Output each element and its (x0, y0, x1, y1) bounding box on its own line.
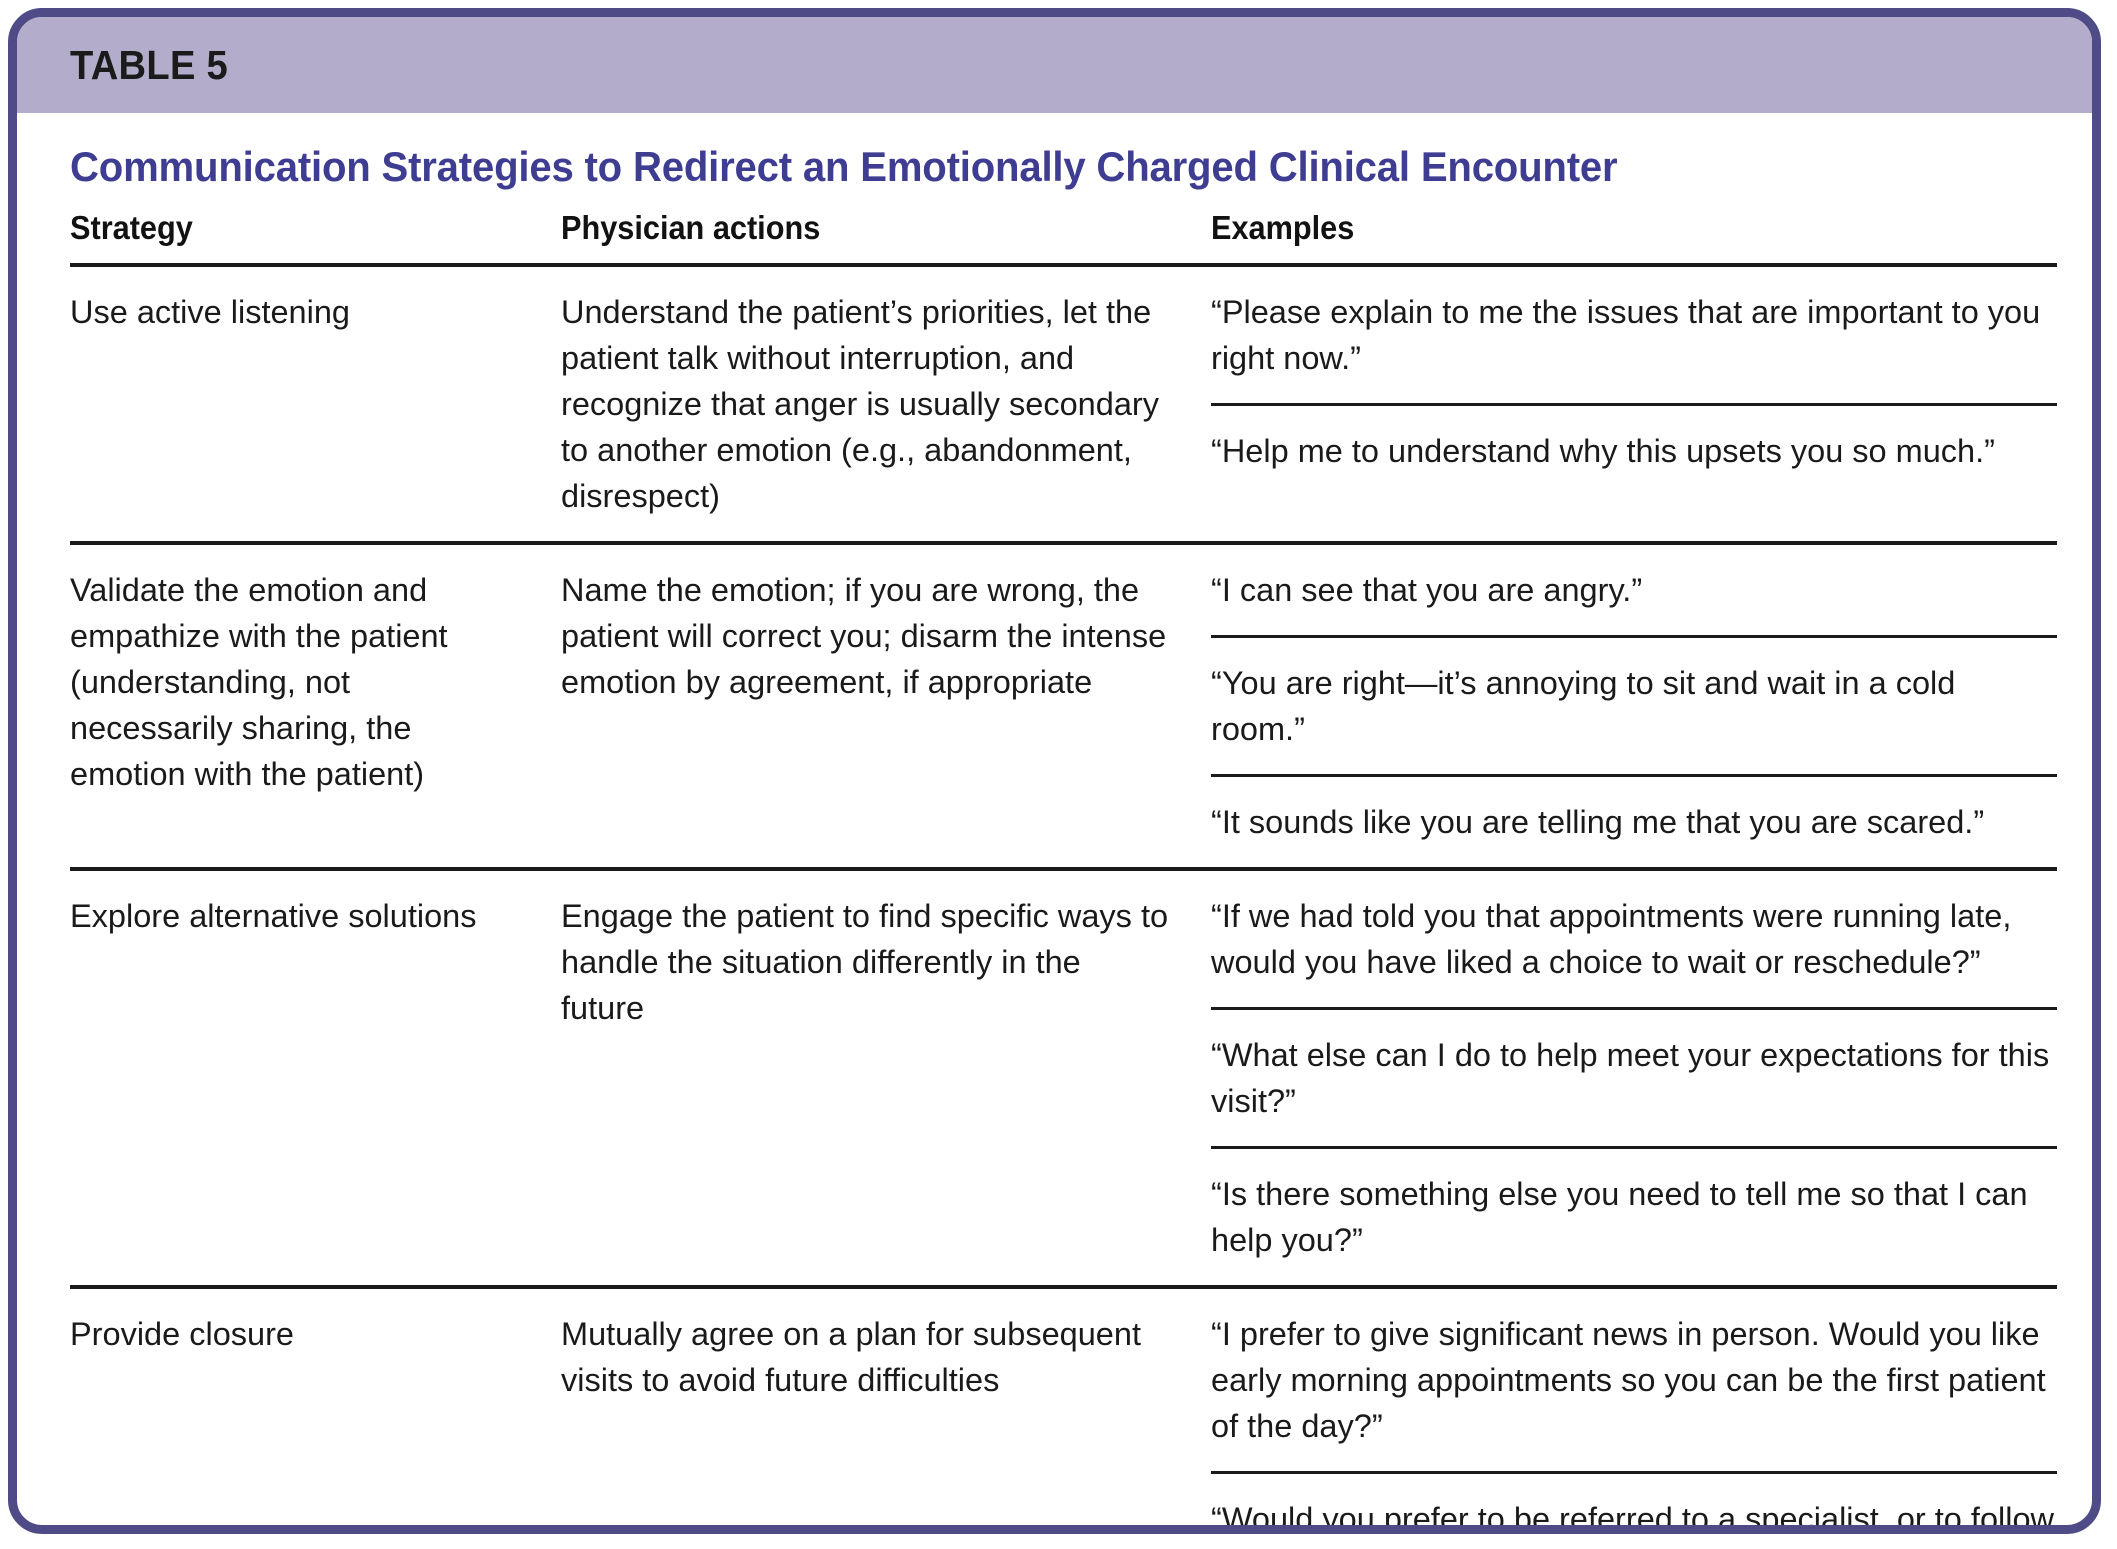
table-title: Communication Strategies to Redirect an … (70, 143, 1618, 190)
table-body: Communication Strategies to Redirect an … (17, 113, 2092, 1525)
cell-strategy: Use active listening (70, 267, 561, 541)
cell-examples: “I prefer to give significant news in pe… (1211, 1289, 2057, 1525)
cell-examples: “I can see that you are angry.” “You are… (1211, 545, 2057, 867)
example-item: “Please explain to me the issues that ar… (1211, 294, 2041, 376)
header-rule-cell (70, 263, 2057, 267)
column-header-physician-actions: Physician actions (561, 209, 821, 246)
cell-strategy: Validate the emotion and empathize with … (70, 545, 561, 867)
physician-actions-text: Engage the patient to find specific ways… (561, 898, 1169, 1026)
header-rule (70, 263, 2057, 267)
cell-examples: “Please explain to me the issues that ar… (1211, 267, 2057, 541)
physician-actions-text: Understand the patient’s priorities, let… (561, 294, 1159, 514)
examples-list: “Please explain to me the issues that ar… (1211, 267, 2057, 496)
row-separator-line (70, 541, 2057, 545)
column-header-examples: Examples (1211, 209, 1355, 246)
strategy-text: Explore alternative solutions (70, 898, 477, 934)
cell-strategy: Provide closure (70, 1289, 561, 1525)
cell-physician-actions: Engage the patient to find specific ways… (561, 871, 1211, 1285)
example-item: “Is there something else you need to tel… (1211, 1146, 2057, 1285)
table-rows: Use active listening Understand the pati… (70, 267, 2057, 1525)
row-separator (70, 867, 2057, 871)
strategy-text: Validate the emotion and empathize with … (70, 572, 448, 792)
example-item: “I can see that you are angry.” (1211, 572, 1643, 608)
example-item: “I prefer to give significant news in pe… (1211, 1316, 2046, 1444)
strategy-text: Provide closure (70, 1316, 294, 1352)
row-separator-cell (70, 1285, 2057, 1289)
data-table: Strategy Physician actions Examples Use … (70, 195, 2057, 1525)
examples-list: “If we had told you that appointments we… (1211, 871, 2057, 1285)
header-row: Strategy Physician actions Examples (70, 195, 2057, 263)
cell-physician-actions: Mutually agree on a plan for subsequent … (561, 1289, 1211, 1525)
table-row: Provide closure Mutually agree on a plan… (70, 1289, 2057, 1525)
strategy-text: Use active listening (70, 294, 350, 330)
row-separator-cell (70, 867, 2057, 871)
row-separator (70, 541, 2057, 545)
physician-actions-text: Mutually agree on a plan for subsequent … (561, 1316, 1141, 1398)
physician-actions-text: Name the emotion; if you are wrong, the … (561, 572, 1167, 700)
cell-examples: “If we had told you that appointments we… (1211, 871, 2057, 1285)
table-row: Use active listening Understand the pati… (70, 267, 2057, 541)
cell-physician-actions: Understand the patient’s priorities, let… (561, 267, 1211, 541)
table-number-label: TABLE 5 (70, 41, 229, 88)
examples-list: “I can see that you are angry.” “You are… (1211, 545, 2057, 867)
table-row: Explore alternative solutions Engage the… (70, 871, 2057, 1285)
column-header-strategy: Strategy (70, 209, 193, 246)
table-head: Strategy Physician actions Examples (70, 195, 2057, 267)
row-separator-line (70, 1285, 2057, 1289)
examples-list: “I prefer to give significant news in pe… (1211, 1289, 2057, 1525)
cell-physician-actions: Name the emotion; if you are wrong, the … (561, 545, 1211, 867)
example-item: “What else can I do to help meet your ex… (1211, 1007, 2057, 1146)
table-card: TABLE 5 Communication Strategies to Redi… (8, 8, 2101, 1534)
table-number-band: TABLE 5 (17, 17, 2092, 113)
example-item: “If we had told you that appointments we… (1211, 898, 2012, 980)
row-separator (70, 1285, 2057, 1289)
example-item: “It sounds like you are telling me that … (1211, 774, 2057, 867)
header-rule-row (70, 263, 2057, 267)
example-item: “You are right—it’s annoying to sit and … (1211, 635, 2057, 774)
table-row: Validate the emotion and empathize with … (70, 545, 2057, 867)
row-separator-cell (70, 541, 2057, 545)
example-item: “Help me to understand why this upsets y… (1211, 403, 2057, 496)
row-separator-line (70, 867, 2057, 871)
cell-strategy: Explore alternative solutions (70, 871, 561, 1285)
example-item: “Would you prefer to be referred to a sp… (1211, 1471, 2057, 1525)
